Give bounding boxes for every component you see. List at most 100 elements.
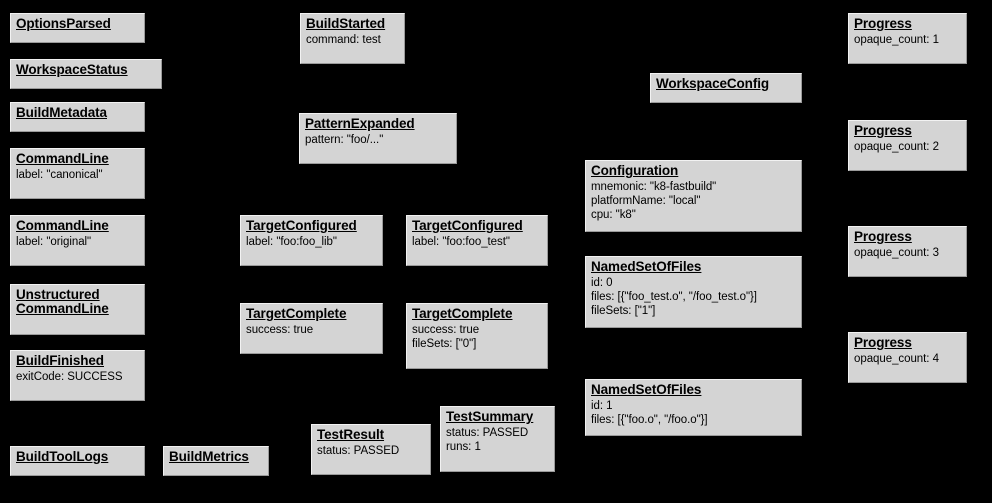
node-title-line: WorkspaceStatus [16, 62, 128, 77]
node-title-line: TestSummary [446, 409, 534, 424]
node-fields: status: PASSED [317, 444, 425, 458]
node-progress-3: Progress opaque_count: 3 [848, 226, 967, 277]
node-title: Configuration [591, 164, 796, 178]
node-test-result: TestResult status: PASSED [311, 424, 431, 475]
node-field: mnemonic: "k8-fastbuild" [591, 180, 717, 193]
node-title: Progress [854, 124, 961, 138]
node-field: opaque_count: 4 [854, 352, 939, 365]
node-fields: label: "foo:foo_test" [412, 235, 542, 249]
node-title-line: TestResult [317, 427, 385, 442]
node-title: CommandLine [16, 219, 139, 233]
node-title-line: Progress [854, 335, 912, 350]
node-title: TestResult [317, 428, 425, 442]
node-title: TargetConfigured [412, 219, 542, 233]
node-field: runs: 1 [446, 440, 481, 453]
node-fields: opaque_count: 2 [854, 140, 961, 154]
node-target-configured-foo-lib: TargetConfigured label: "foo:foo_lib" [240, 215, 383, 266]
node-title-line: CommandLine [16, 300, 109, 316]
node-title-line: NamedSetOfFiles [591, 259, 702, 274]
node-title: WorkspaceConfig [656, 77, 796, 91]
node-pattern-expanded: PatternExpanded pattern: "foo/..." [299, 113, 457, 164]
node-title: Progress [854, 336, 961, 350]
node-title: Progress [854, 230, 961, 244]
node-title-line: TargetConfigured [246, 218, 357, 233]
node-field: platformName: "local" [591, 194, 701, 207]
node-title-line: BuildMetadata [16, 105, 107, 120]
node-progress-4: Progress opaque_count: 4 [848, 332, 967, 383]
node-field: exitCode: SUCCESS [16, 370, 123, 383]
node-title: NamedSetOfFiles [591, 383, 796, 397]
node-title-line: Progress [854, 229, 912, 244]
node-options-parsed: OptionsParsed [10, 13, 145, 43]
node-workspace-status: WorkspaceStatus [10, 59, 162, 89]
node-command-line-original: CommandLine label: "original" [10, 215, 145, 266]
node-title: TargetComplete [246, 307, 377, 321]
node-target-configured-foo-test: TargetConfigured label: "foo:foo_test" [406, 215, 548, 266]
node-title-line: TargetComplete [246, 306, 347, 321]
node-title-line: PatternExpanded [305, 116, 415, 131]
node-fields: label: "original" [16, 235, 139, 249]
node-title: Progress [854, 17, 961, 31]
node-title-line: Progress [854, 123, 912, 138]
node-field: opaque_count: 2 [854, 140, 939, 153]
node-field: opaque_count: 3 [854, 246, 939, 259]
node-title: NamedSetOfFiles [591, 260, 796, 274]
node-title-line: Progress [854, 16, 912, 31]
node-title-line: BuildMetrics [169, 449, 249, 464]
node-title: WorkspaceStatus [16, 63, 156, 77]
node-field: label: "foo:foo_lib" [246, 235, 337, 248]
node-build-finished: BuildFinished exitCode: SUCCESS [10, 350, 145, 401]
node-field: status: PASSED [317, 444, 400, 457]
node-fields: command: test [306, 33, 399, 47]
node-field: fileSets: ["1"] [591, 304, 656, 317]
node-title: BuildStarted [306, 17, 399, 31]
node-title-line: NamedSetOfFiles [591, 382, 702, 397]
node-field: pattern: "foo/..." [305, 133, 384, 146]
node-field: success: true [246, 323, 314, 336]
node-title-line: BuildToolLogs [16, 449, 109, 464]
node-fields: exitCode: SUCCESS [16, 370, 139, 384]
node-field: cpu: "k8" [591, 208, 636, 221]
node-configuration: Configuration mnemonic: "k8-fastbuild"pla… [585, 160, 802, 232]
node-title-line: WorkspaceConfig [656, 76, 770, 91]
node-field: label: "original" [16, 235, 92, 248]
node-title-line: OptionsParsed [16, 16, 111, 31]
node-fields: opaque_count: 4 [854, 352, 961, 366]
node-field: label: "foo:foo_test" [412, 235, 510, 248]
node-fields: opaque_count: 3 [854, 246, 961, 260]
node-title: CommandLine [16, 152, 139, 166]
node-fields: label: "foo:foo_lib" [246, 235, 377, 249]
node-fields: mnemonic: "k8-fastbuild"platformName: "l… [591, 180, 796, 222]
node-fields: pattern: "foo/..." [305, 133, 451, 147]
node-field: label: "canonical" [16, 168, 103, 181]
node-title: BuildMetrics [169, 450, 263, 464]
node-title: OptionsParsed [16, 17, 139, 31]
node-build-metrics: BuildMetrics [163, 446, 269, 476]
node-field: files: [{"foo.o", "/foo.o"}] [591, 413, 708, 426]
node-title-line: BuildFinished [16, 353, 104, 368]
node-title-line: Unstructured [16, 287, 100, 302]
node-fields: label: "canonical" [16, 168, 139, 182]
node-field: success: true [412, 323, 480, 336]
node-workspace-config: WorkspaceConfig [650, 73, 802, 103]
node-command-line-canonical: CommandLine label: "canonical" [10, 148, 145, 199]
node-title-line: Configuration [591, 163, 679, 178]
node-title: BuildToolLogs [16, 450, 139, 464]
node-title-line: CommandLine [16, 151, 109, 166]
node-field: id: 0 [591, 276, 613, 289]
node-title-line: TargetComplete [412, 306, 513, 321]
node-title: TargetConfigured [246, 219, 377, 233]
node-progress-2: Progress opaque_count: 2 [848, 120, 967, 171]
node-field: status: PASSED [446, 426, 529, 439]
